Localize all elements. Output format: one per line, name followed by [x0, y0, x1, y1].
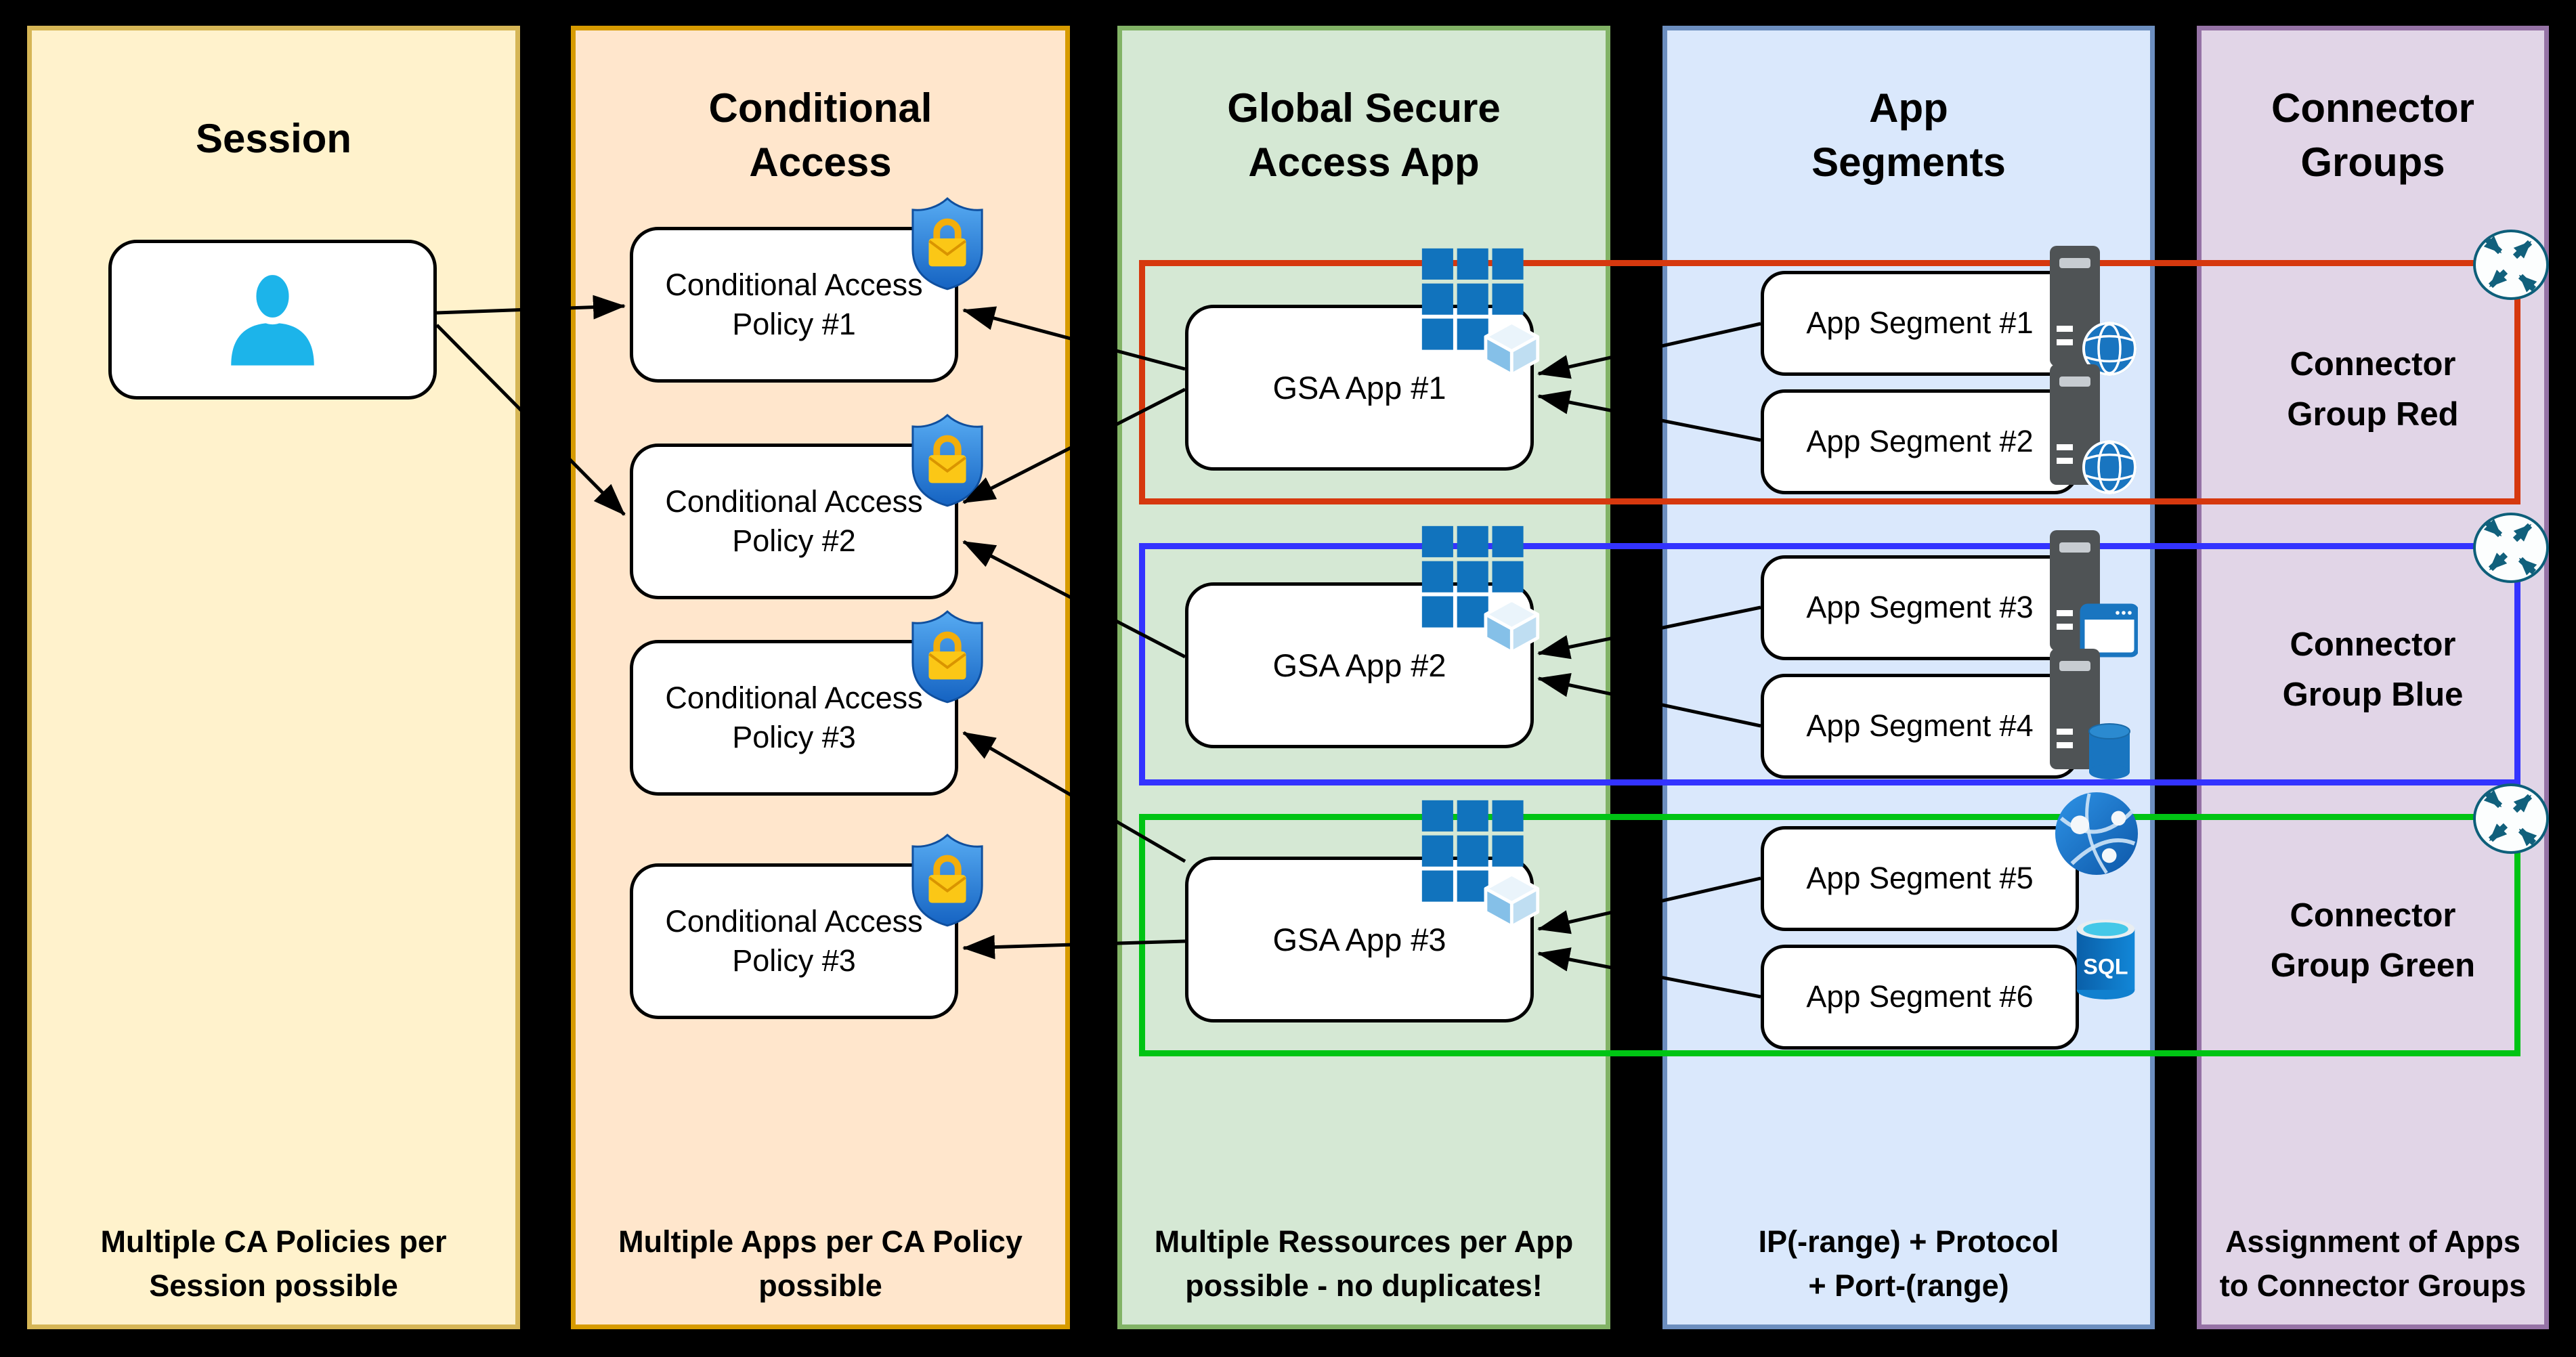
column-connector-groups-caption: Assignment of Apps to Connector Groups [2219, 1224, 2527, 1303]
gsa-app-1-label: GSA App #1 [1272, 369, 1446, 406]
column-app-segments-caption: IP(-range) + Protocol + Port-(range) [1758, 1224, 2059, 1303]
gsa-app-1-box: GSA App #1 [1185, 248, 1540, 471]
server-window-icon [2050, 530, 2138, 658]
app-segment-2-box: App Segment #2 [1761, 364, 2137, 494]
ca-policy-3-label: Conditional Access Policy #3 [665, 680, 923, 755]
column-gsa-app-title: Global Secure Access App [1227, 85, 1501, 185]
ca-policy-4-box: Conditional Access Policy #3 [630, 834, 983, 1019]
ca-policy-3-box: Conditional Access Policy #3 [630, 610, 983, 796]
app-segment-1-box: App Segment #1 [1761, 246, 2137, 376]
ca-policy-2-box: Conditional Access Policy #2 [630, 414, 983, 599]
ca-policy-1-box: Conditional Access Policy #1 [630, 197, 983, 383]
app-segment-5-box: App Segment #5 [1761, 792, 2139, 931]
ca-policy-2-label: Conditional Access Policy #2 [665, 483, 923, 559]
gsa-app-2-box: GSA App #2 [1185, 525, 1540, 748]
column-conditional-access-title: Conditional Access [708, 85, 932, 185]
network-globe-icon [2055, 792, 2139, 876]
connector-group-red-label: Connector Group Red [2287, 346, 2459, 433]
app-segment-6-label: App Segment #6 [1806, 979, 2034, 1014]
shield-lock-icon [911, 834, 983, 927]
app-segment-3-box: App Segment #3 [1761, 530, 2138, 660]
ca-policy-1-label: Conditional Access Policy #1 [665, 267, 923, 342]
app-grid-cube-icon [1421, 248, 1540, 376]
user-icon [231, 267, 314, 366]
column-session-caption: Multiple CA Policies per Session possibl… [100, 1224, 447, 1303]
connector-group-green-label: Connector Group Green [2270, 897, 2476, 984]
app-segment-5-label: App Segment #5 [1806, 861, 2034, 896]
shield-lock-icon [911, 197, 983, 290]
app-segment-4-box: App Segment #4 [1761, 649, 2130, 779]
connector-group-blue-label: Connector Group Blue [2282, 626, 2464, 713]
app-segment-3-label: App Segment #3 [1806, 590, 2034, 625]
session-user-box [108, 240, 437, 400]
connector-group-blue-band [1139, 543, 2520, 785]
column-gsa-app-caption: Multiple Ressources per App possible - n… [1154, 1224, 1574, 1303]
sql-database-icon: SQL [2076, 920, 2135, 999]
column-connector-groups-title: Connector Groups [2271, 85, 2474, 185]
app-segment-4-label: App Segment #4 [1806, 708, 2034, 744]
server-globe-icon [2050, 246, 2137, 376]
app-grid-cube-icon [1421, 525, 1540, 653]
shield-lock-icon [911, 610, 983, 704]
connector-group-red-band [1139, 260, 2520, 504]
column-conditional-access-caption: Multiple Apps per CA Policy possible [618, 1224, 1023, 1303]
gsa-app-3-label: GSA App #3 [1272, 921, 1446, 957]
router-icon [2473, 513, 2549, 583]
sql-icon-text: SQL [2083, 955, 2128, 979]
ca-policy-4-label: Conditional Access Policy #3 [665, 903, 923, 978]
router-icon [2473, 783, 2549, 854]
column-app-segments-title: App Segments [1811, 85, 2006, 185]
server-globe-icon [2050, 364, 2137, 494]
server-database-icon [2050, 649, 2130, 779]
router-icon [2473, 230, 2549, 300]
connector-group-green-band [1139, 814, 2520, 1056]
app-grid-cube-icon [1421, 800, 1540, 928]
app-segment-2-label: App Segment #2 [1806, 424, 2034, 459]
app-segment-1-label: App Segment #1 [1806, 305, 2034, 341]
gsa-app-3-box: GSA App #3 [1185, 800, 1540, 1022]
gsa-app-2-label: GSA App #2 [1272, 647, 1446, 683]
column-session-title: Session [195, 116, 352, 161]
shield-lock-icon [911, 414, 983, 507]
app-segment-6-box: App Segment #6 SQL [1761, 920, 2135, 1050]
column-session: Session Multiple CA Policies per Session… [27, 26, 520, 1329]
